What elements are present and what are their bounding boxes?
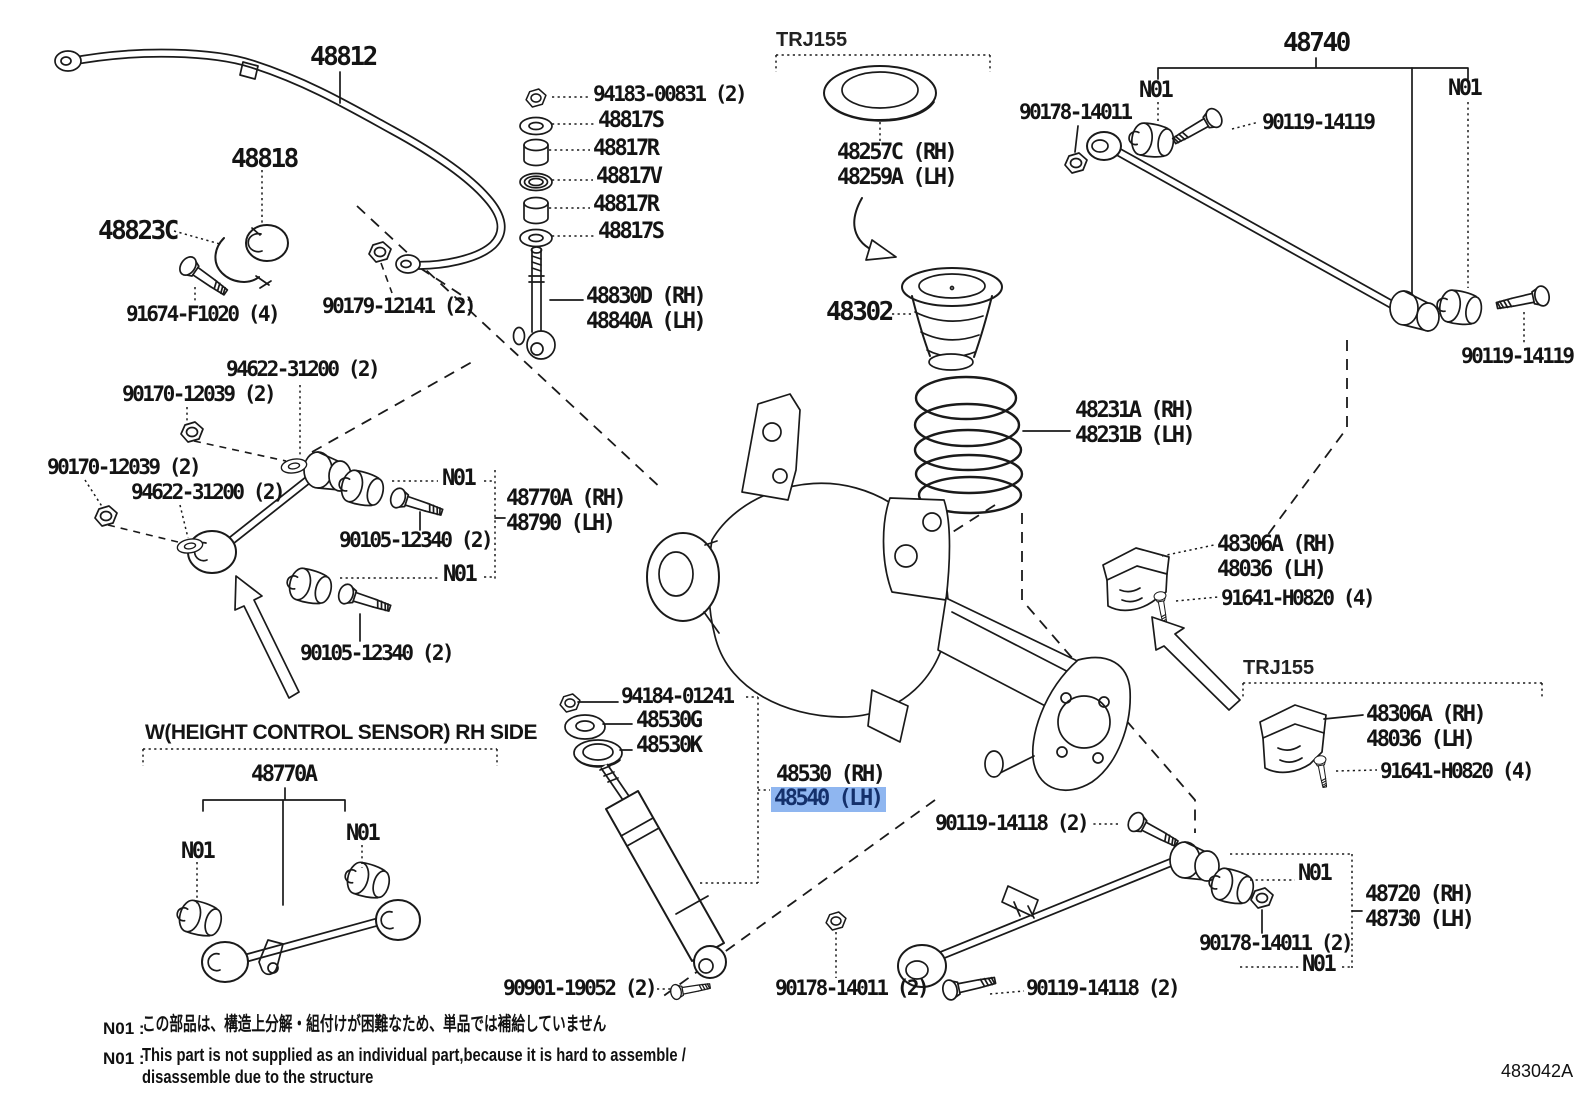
note-ref-N01-740-left: N01: [1139, 78, 1174, 103]
part-label-90178-14011-top[interactable]: 90178-14011: [1019, 100, 1133, 124]
upper-control-arm: [84, 385, 506, 642]
part-label-48720-RH[interactable]: 48720 (RH): [1365, 882, 1475, 907]
part-label-90105-12340-top[interactable]: 90105-12340 (2): [339, 528, 494, 552]
part-label-94184-01241[interactable]: 94184-01241: [621, 684, 735, 708]
part-label-48812[interactable]: 48812: [310, 42, 378, 72]
part-label-48257C[interactable]: 48257C (RH): [837, 140, 958, 165]
part-label-48818[interactable]: 48818: [231, 144, 299, 174]
part-label-90178-14011-bottom-right[interactable]: 90178-14011 (2): [1199, 931, 1354, 955]
stabilizer-bushing-clamp: [173, 170, 393, 303]
footnote-english-line2: disassemble due to the structure: [142, 1067, 374, 1087]
part-label-94183-00831[interactable]: 94183-00831 (2): [593, 82, 748, 106]
part-label-91641-H0820-1[interactable]: 91641-H0820 (4): [1221, 586, 1376, 610]
part-label-48231B[interactable]: 48231B (LH): [1075, 423, 1196, 448]
note-ref-N01-770-top: N01: [442, 466, 477, 491]
part-label-48817V[interactable]: 48817V: [596, 164, 663, 189]
part-label-90170-12039-left[interactable]: 90170-12039 (2): [47, 455, 202, 479]
bump-stop-upper: [1102, 544, 1241, 711]
part-label-48790-LH[interactable]: 48790 (LH): [506, 511, 616, 536]
axle-housing: [646, 393, 1132, 791]
pointer-arrow-left: [234, 575, 300, 699]
part-label-90179-12141[interactable]: 90179-12141 (2): [322, 294, 477, 318]
part-label-48770A[interactable]: 48770A: [251, 762, 318, 787]
bump-stop-lower: [1242, 682, 1543, 789]
note-ref-N01-740-right: N01: [1448, 76, 1483, 101]
note-ref-N01-770-bottom: N01: [443, 562, 478, 587]
part-label-48540-LH[interactable]: 48540 (LH): [771, 787, 887, 812]
footnote-english-line1: This part is not supplied as an individu…: [142, 1045, 686, 1065]
part-label-90119-14119-bottom[interactable]: 90119-14119: [1461, 344, 1575, 368]
part-label-48530G[interactable]: 48530G: [636, 708, 703, 733]
part-label-94622-31200-left[interactable]: 94622-31200 (2): [131, 480, 286, 504]
part-label-91641-H0820-2[interactable]: 91641-H0820 (4): [1380, 759, 1535, 783]
part-label-48036-1[interactable]: 48036 (LH): [1217, 557, 1327, 582]
part-label-90105-12340-bottom[interactable]: 90105-12340 (2): [300, 641, 455, 665]
model-code-TRJ155-1: TRJ155: [776, 29, 848, 51]
part-label-90170-12039-top[interactable]: 90170-12039 (2): [122, 382, 277, 406]
part-label-90178-14011-bottom-left[interactable]: 90178-14011 (2): [775, 976, 930, 1000]
stabilizer-link-stack: [512, 88, 595, 360]
coil-spring: [913, 375, 1071, 515]
lower-control-arm: [825, 809, 1363, 1003]
part-label-48730-LH[interactable]: 48730 (LH): [1365, 907, 1475, 932]
part-label-91674-F1020[interactable]: 91674-F1020 (4): [126, 302, 281, 326]
part-label-48817S-1[interactable]: 48817S: [598, 108, 665, 133]
footnote-japanese: この部品は、構造上分解・組付けが困難なため、単品では補給していません: [142, 1014, 607, 1035]
part-label-48306A-2[interactable]: 48306A (RH): [1366, 702, 1487, 727]
part-label-90119-14118-top[interactable]: 90119-14118 (2): [935, 811, 1090, 835]
part-label-48036-2[interactable]: 48036 (LH): [1366, 727, 1476, 752]
part-label-48817R-2[interactable]: 48817R: [593, 192, 660, 217]
part-label-90901-19052[interactable]: 90901-19052 (2): [503, 976, 658, 1000]
part-label-48840A[interactable]: 48840A (LH): [586, 309, 707, 334]
part-label-48817S-2[interactable]: 48817S: [598, 219, 665, 244]
footnote-key-2: N01 :: [103, 1049, 145, 1068]
stabilizer-bar-drawing: [54, 48, 506, 274]
drawing-code: 483042A: [1501, 1061, 1574, 1081]
track-bar: [1064, 57, 1552, 344]
height-sensor-arm: [142, 748, 498, 983]
part-label-48530-RH[interactable]: 48530 (RH): [776, 762, 886, 787]
upper-spring-seat: [775, 54, 991, 261]
part-label-48823C[interactable]: 48823C: [98, 216, 179, 246]
part-label-48817R-1[interactable]: 48817R: [593, 136, 660, 161]
part-label-48530K[interactable]: 48530K: [636, 733, 703, 758]
part-label-48302[interactable]: 48302: [826, 297, 894, 327]
height-sensor-note-label: W(HEIGHT CONTROL SENSOR) RH SIDE: [145, 721, 537, 744]
part-label-90119-14119-top[interactable]: 90119-14119: [1262, 110, 1376, 134]
part-label-48830D[interactable]: 48830D (RH): [586, 284, 707, 309]
part-label-48231A[interactable]: 48231A (RH): [1075, 398, 1196, 423]
note-ref-N01-hs-right: N01: [346, 821, 381, 846]
part-label-48740[interactable]: 48740: [1283, 28, 1351, 58]
part-label-90119-14118-bottom[interactable]: 90119-14118 (2): [1026, 976, 1181, 1000]
model-code-TRJ155-2: TRJ155: [1243, 657, 1315, 679]
part-label-48770A-RH[interactable]: 48770A (RH): [506, 486, 627, 511]
part-label-94622-31200-top[interactable]: 94622-31200 (2): [226, 357, 381, 381]
note-ref-N01-720-bottom: N01: [1302, 952, 1337, 977]
note-ref-N01-hs-left: N01: [181, 839, 216, 864]
part-label-48306A-1[interactable]: 48306A (RH): [1217, 532, 1338, 557]
part-label-48259A[interactable]: 48259A (LH): [837, 165, 958, 190]
shock-absorber: [559, 693, 770, 1001]
spring-bumper: [892, 267, 1003, 371]
note-ref-N01-720-top: N01: [1298, 861, 1333, 886]
footnote-key-1: N01 :: [103, 1019, 145, 1038]
